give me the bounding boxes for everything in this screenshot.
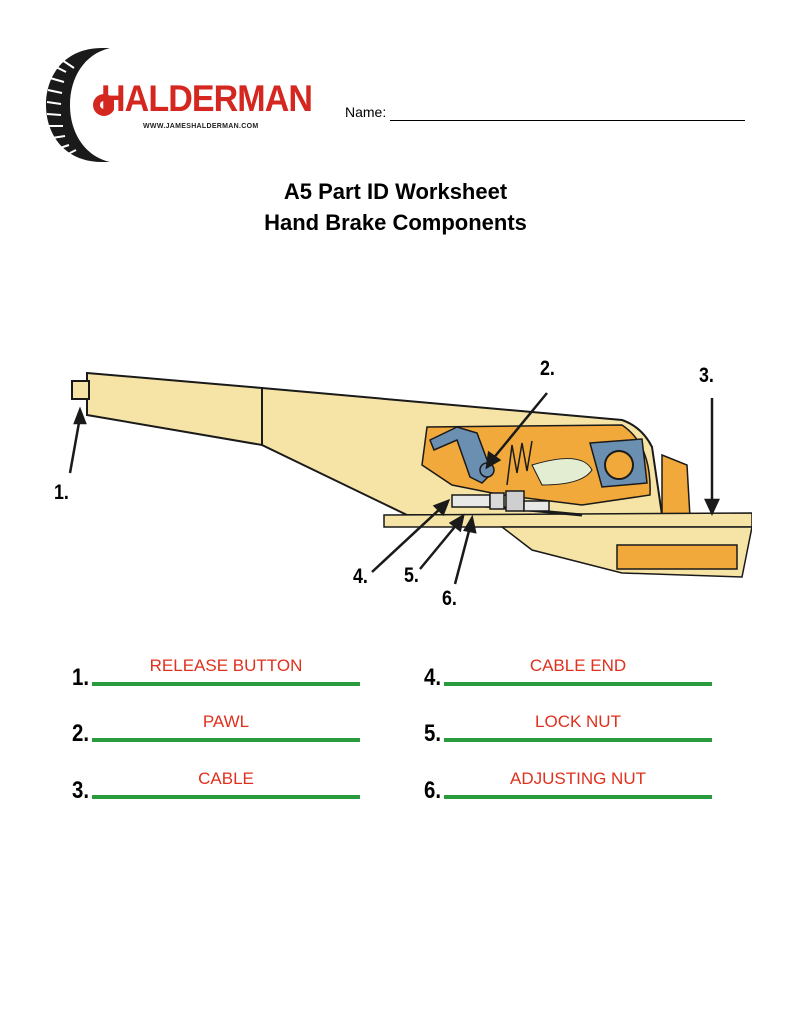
answer-row-4: 4. CABLE END (424, 650, 724, 690)
callout-4: 4. (353, 565, 368, 588)
logo-brand-text: HALDERMAN (101, 78, 313, 119)
answer-text-3: CABLE (198, 769, 254, 788)
answer-number-4: 4. (424, 664, 442, 691)
answer-row-5: 5. LOCK NUT (424, 706, 724, 746)
hand-brake-illustration (68, 371, 752, 585)
answer-row-3: 3. CABLE (72, 763, 372, 803)
answer-line-3[interactable] (92, 795, 360, 799)
halderman-logo: HALDERMAN WWW.JAMESHALDERMAN.COM (44, 46, 313, 164)
worksheet-title: A5 Part ID Worksheet Hand Brake Componen… (0, 176, 791, 238)
answer-text-6: ADJUSTING NUT (510, 769, 646, 788)
answer-line-1[interactable] (92, 682, 360, 686)
answer-line-4[interactable] (444, 682, 712, 686)
answer-line-5[interactable] (444, 738, 712, 742)
title-line-2: Hand Brake Components (264, 210, 527, 235)
answer-row-2: 2. PAWL (72, 706, 372, 746)
answer-line-6[interactable] (444, 795, 712, 799)
answer-text-1: RELEASE BUTTON (149, 656, 303, 675)
callout-5: 5. (404, 564, 419, 587)
answer-number-1: 1. (72, 664, 90, 691)
answer-text-4: CABLE END (529, 656, 627, 675)
name-field[interactable]: Name: (345, 102, 745, 122)
answer-text-2: PAWL (202, 712, 250, 731)
answer-row-6: 6. ADJUSTING NUT (424, 763, 724, 803)
logo-url-text: WWW.JAMESHALDERMAN.COM (143, 123, 259, 130)
answer-row-1: 1. RELEASE BUTTON (72, 650, 372, 690)
name-underline[interactable] (390, 120, 745, 121)
tire-icon (46, 48, 114, 162)
title-line-1: A5 Part ID Worksheet (283, 179, 508, 204)
callout-2: 2. (540, 357, 555, 380)
answer-text-5: LOCK NUT (535, 712, 621, 731)
answer-number-3: 3. (72, 777, 90, 804)
callout-6: 6. (442, 587, 457, 610)
hand-brake-diagram: 1. 2. 3. 4. 5. 6. (54, 355, 752, 615)
answer-number-5: 5. (424, 720, 442, 747)
answer-line-2[interactable] (92, 738, 360, 742)
answer-number-2: 2. (72, 720, 90, 747)
callout-3: 3. (699, 364, 714, 387)
answer-number-6: 6. (424, 777, 442, 804)
callout-1: 1. (54, 481, 69, 504)
name-label: Name: (345, 104, 387, 120)
